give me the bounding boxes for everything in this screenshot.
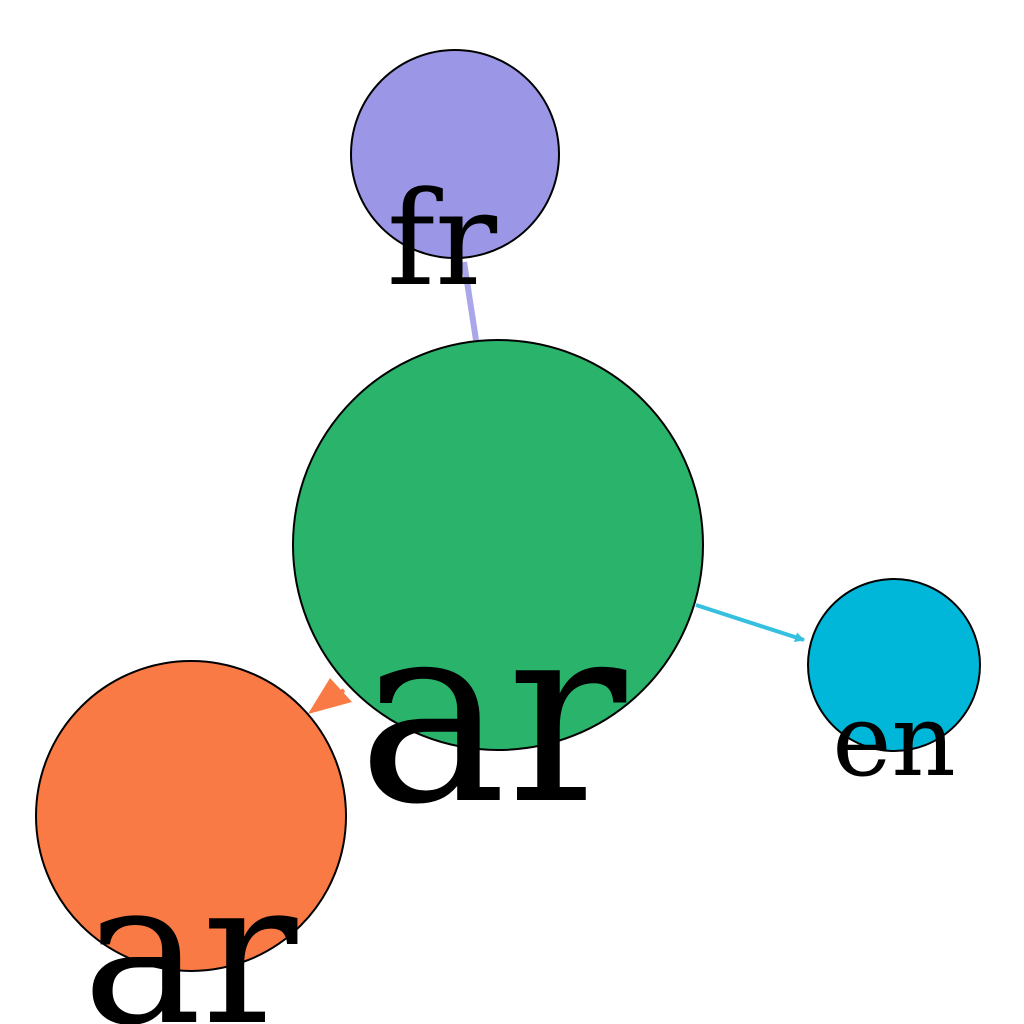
node-ar-left[interactable] (35, 660, 347, 972)
node-ar-center-label: ar (358, 568, 627, 859)
node-ar-left-label: ar (83, 837, 298, 1024)
node-fr-label: fr (387, 163, 498, 315)
node-en-label: en (832, 682, 956, 799)
node-ar-center[interactable] (292, 339, 704, 751)
edge-center-to-ar-left-arrowhead (308, 678, 352, 714)
node-fr[interactable] (350, 49, 560, 259)
edge-center-to-en (695, 603, 805, 642)
node-en[interactable] (807, 578, 981, 752)
edge-center-to-fr (461, 261, 479, 341)
